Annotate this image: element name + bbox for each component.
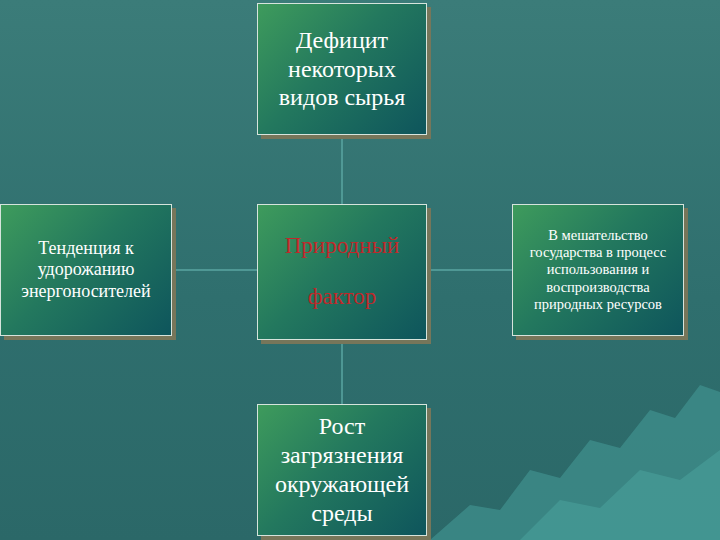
- text-column: Рост загрязнения окружающей среды: [264, 412, 420, 527]
- factor-box: В мешательство государства в процесс исп…: [512, 204, 684, 336]
- node-label: Природный фактор: [264, 221, 420, 322]
- node-label: Дефицит некоторых видов сырья: [264, 26, 420, 112]
- connector-line: [172, 269, 257, 271]
- mountain-shape: [430, 385, 720, 540]
- factor-box: Дефицит некоторых видов сырья: [257, 3, 427, 135]
- central-box: Природный фактор: [257, 204, 427, 340]
- connector-line: [341, 135, 343, 204]
- connector-line: [341, 340, 343, 404]
- factor-box: Рост загрязнения окружающей среды: [257, 404, 427, 536]
- node-label: Тенденция к удорожанию энергоносителей: [7, 238, 165, 303]
- connector-line: [427, 269, 512, 271]
- text-column: Тенденция к удорожанию энергоносителей: [7, 238, 165, 303]
- node-label: Рост загрязнения окружающей среды: [264, 412, 420, 527]
- mountain-shape: [520, 450, 720, 540]
- text-column: Дефицит некоторых видов сырья: [264, 26, 420, 112]
- text-column: В мешательство государства в процесс исп…: [519, 227, 677, 314]
- node-label: В мешательство государства в процесс исп…: [519, 227, 677, 314]
- factor-box: Тенденция к удорожанию энергоносителей: [0, 204, 172, 336]
- text-column: Природный фактор: [264, 221, 420, 322]
